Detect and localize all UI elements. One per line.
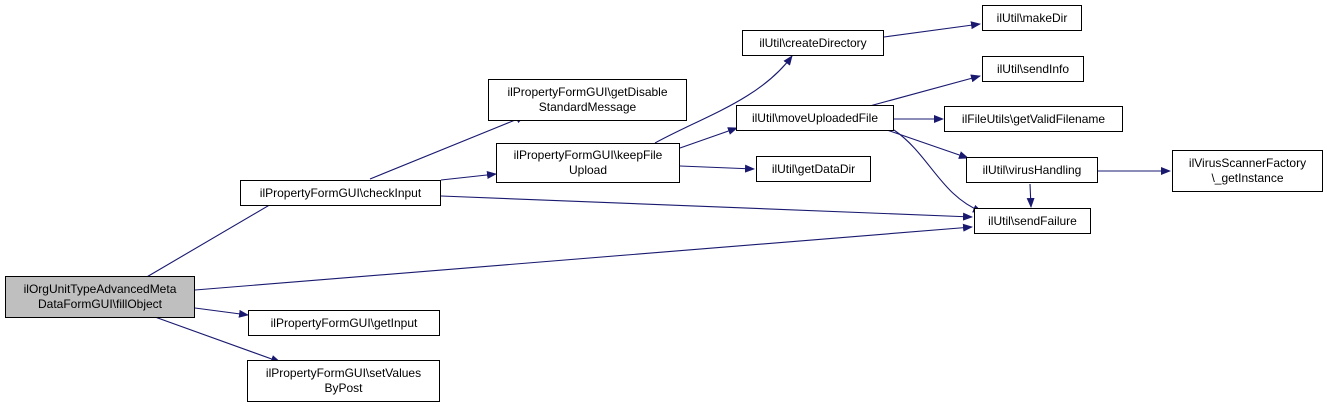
node-make-dir[interactable]: ilUtil\makeDir xyxy=(982,5,1082,31)
edge-moveUploaded-sendInfo xyxy=(865,74,981,108)
node-send-info[interactable]: ilUtil\sendInfo xyxy=(982,56,1084,82)
node-get-valid-filename[interactable]: ilFileUtils\getValidFilename xyxy=(944,106,1123,132)
node-send-failure[interactable]: ilUtil\sendFailure xyxy=(974,208,1091,234)
node-create-directory[interactable]: ilUtil\createDirectory xyxy=(742,30,884,56)
edge-keepFile-createDirectory xyxy=(654,55,793,144)
edge-root-getInput xyxy=(194,307,249,318)
edge-checkInput-sendFailure xyxy=(440,195,973,221)
edge-keepFile-moveUploaded xyxy=(679,127,738,149)
edge-checkInput-keepFileUpload xyxy=(440,170,497,181)
node-check-input[interactable]: ilPropertyFormGUI\checkInput xyxy=(240,180,441,206)
edge-root-sendFailure xyxy=(194,223,973,291)
edge-moveUploaded-sendFailure xyxy=(893,129,983,213)
edge-keepFile-getDataDir xyxy=(679,164,755,173)
edge-root-setValuesByPost xyxy=(154,316,281,363)
node-virus-scanner-factory[interactable]: ilVirusScannerFactory\_getInstance xyxy=(1172,150,1323,192)
edge-virusHandling-sendFailure xyxy=(1026,183,1035,208)
edge-createDirectory-makeDir xyxy=(883,21,981,38)
edge-moveUploaded-virusHandling xyxy=(883,128,969,159)
node-get-input[interactable]: ilPropertyFormGUI\getInput xyxy=(248,310,440,336)
node-get-data-dir[interactable]: ilUtil\getDataDir xyxy=(756,156,871,182)
edge-checkInput-getDisable xyxy=(369,115,526,180)
node-move-uploaded-file[interactable]: ilUtil\moveUploadedFile xyxy=(736,105,894,131)
node-virus-handling[interactable]: ilUtil\virusHandling xyxy=(966,157,1098,183)
